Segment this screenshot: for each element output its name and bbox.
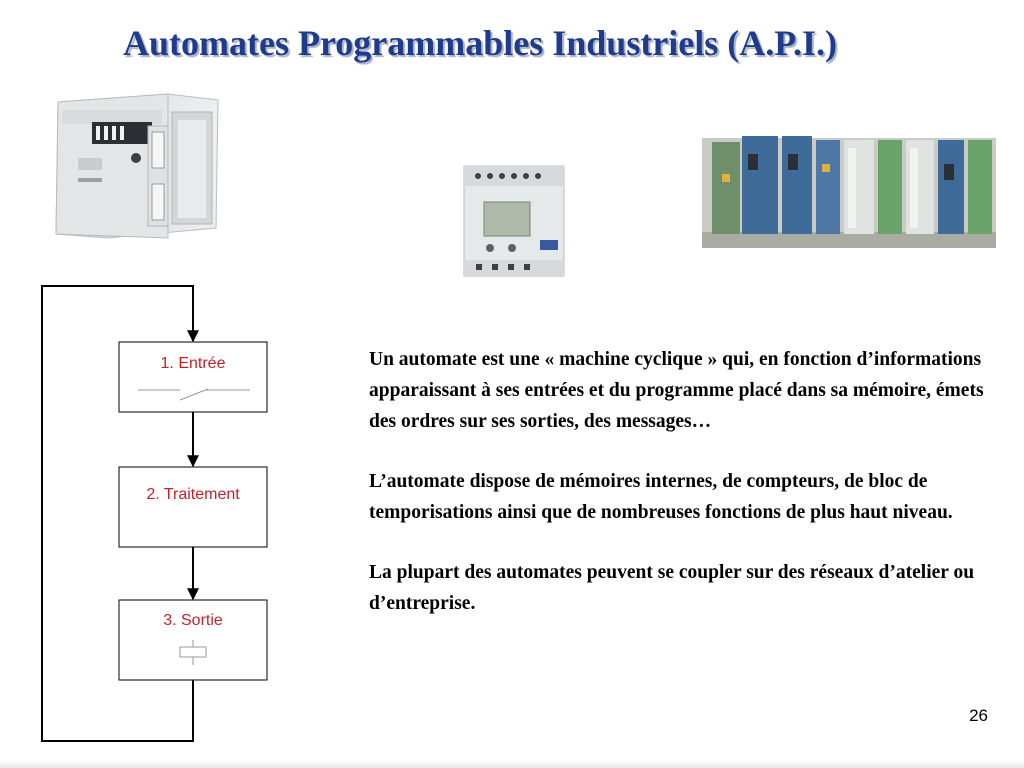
step-label-traitement: 2. Traitement <box>146 486 240 503</box>
bottom-rule <box>0 760 1024 768</box>
modular-plc-photo <box>55 93 219 239</box>
paragraph-networks: La plupart des automates peuvent se coup… <box>369 562 975 614</box>
slide-title: Automates Programmables Industriels (A.P… <box>123 23 837 63</box>
page-number: 26 <box>969 706 988 725</box>
rack-plc-photo <box>702 136 996 248</box>
paragraph-memories: L’automate dispose de mémoires internes,… <box>369 471 953 523</box>
paragraph-cycle: Un automate est une « machine cyclique »… <box>369 349 984 432</box>
step-box-entree <box>118 341 268 413</box>
body-text: Un automate est une « machine cyclique »… <box>369 344 999 648</box>
step-label-entree: 1. Entrée <box>160 355 226 372</box>
step-box-traitement <box>118 466 268 548</box>
contact-switch-icon <box>138 388 250 401</box>
feedback-loop-line <box>41 285 199 742</box>
relay-coil-icon <box>179 640 207 665</box>
compact-plc-photo <box>463 165 565 277</box>
step-label-sortie: 3. Sortie <box>163 612 223 629</box>
